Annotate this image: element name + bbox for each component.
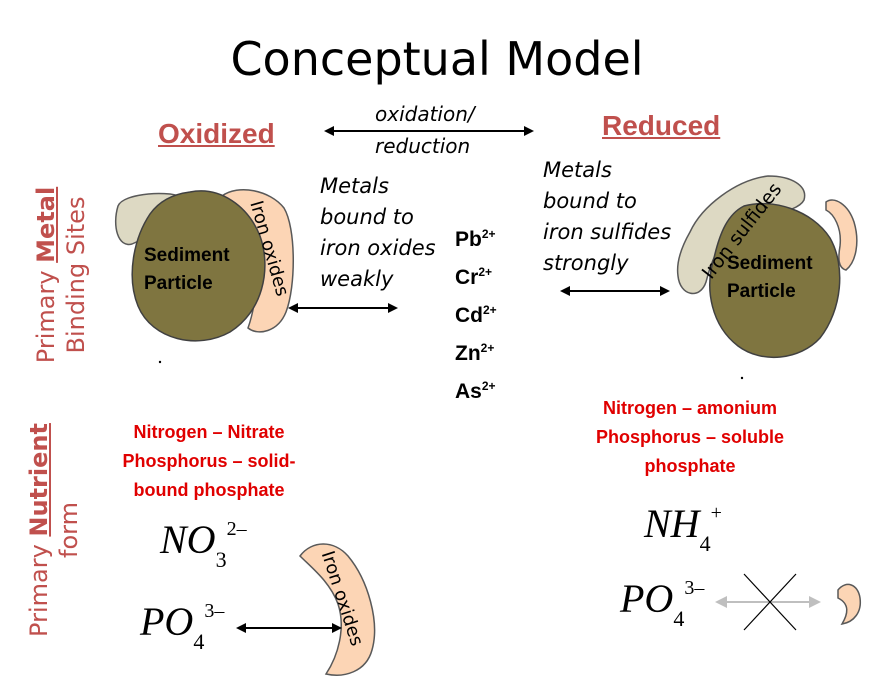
ion-item: Pb2+ — [455, 227, 496, 251]
transition-line-2: reduction — [375, 134, 471, 158]
reduced-heading: Reduced — [602, 110, 721, 141]
metal-ions-list: Pb2+ Cr2+ Cd2+ Zn2+ As2+ — [455, 218, 497, 408]
transition-label: oxidation/ reduction — [375, 98, 475, 162]
side-label-nutrient-key: Nutrient — [25, 423, 53, 537]
sediment-particle-label-reduced: Sediment Particle — [727, 253, 813, 302]
reduced-bond-text: Metals bound to iron sulfides strongly — [543, 158, 672, 275]
ion-item: Zn2+ — [455, 341, 495, 365]
page-title: Conceptual Model — [230, 32, 644, 86]
sediment-particle-label-oxidized: Sediment Particle — [144, 245, 230, 294]
side-label-nutrient: Primary Nutrient form — [24, 420, 84, 640]
side-label-nutrient-suffix: form — [55, 502, 83, 558]
ion-item: Cr2+ — [455, 265, 493, 289]
side-label-metal-suffix: Binding Sites — [62, 196, 90, 354]
sediment-particle-oxidized — [131, 190, 266, 342]
iron-oxide-fragment — [825, 199, 858, 271]
phosphate-formula-reduced: PO43– — [620, 576, 705, 631]
phosphate-formula-oxidized: PO43– — [140, 599, 225, 654]
nutrient-reduced-text: Nitrogen – amonium Phosphorus – soluble … — [595, 398, 785, 476]
oxidized-bond-text: Metals bound to iron oxides weakly — [320, 174, 436, 291]
iron-oxide-crescent — [299, 543, 376, 676]
side-label-metal-key: Metal — [32, 186, 60, 263]
block-cross-line-2 — [743, 573, 797, 631]
transition-line-1: oxidation/ — [375, 102, 475, 126]
oxidized-heading: Oxidized — [158, 118, 275, 149]
ion-item: Cd2+ — [455, 303, 497, 327]
sediment-particle-reduced — [709, 202, 841, 359]
side-label-metal: Primary Metal Binding Sites — [31, 170, 91, 380]
ammonium-formula: NH4+ — [644, 501, 722, 556]
nitrate-formula: NO32– — [160, 517, 247, 572]
iron-oxide-sliver — [837, 583, 862, 626]
ion-item: As2+ — [455, 379, 496, 403]
nutrient-oxidized-text: Nitrogen – Nitrate Phosphorus – solid- b… — [122, 422, 296, 500]
